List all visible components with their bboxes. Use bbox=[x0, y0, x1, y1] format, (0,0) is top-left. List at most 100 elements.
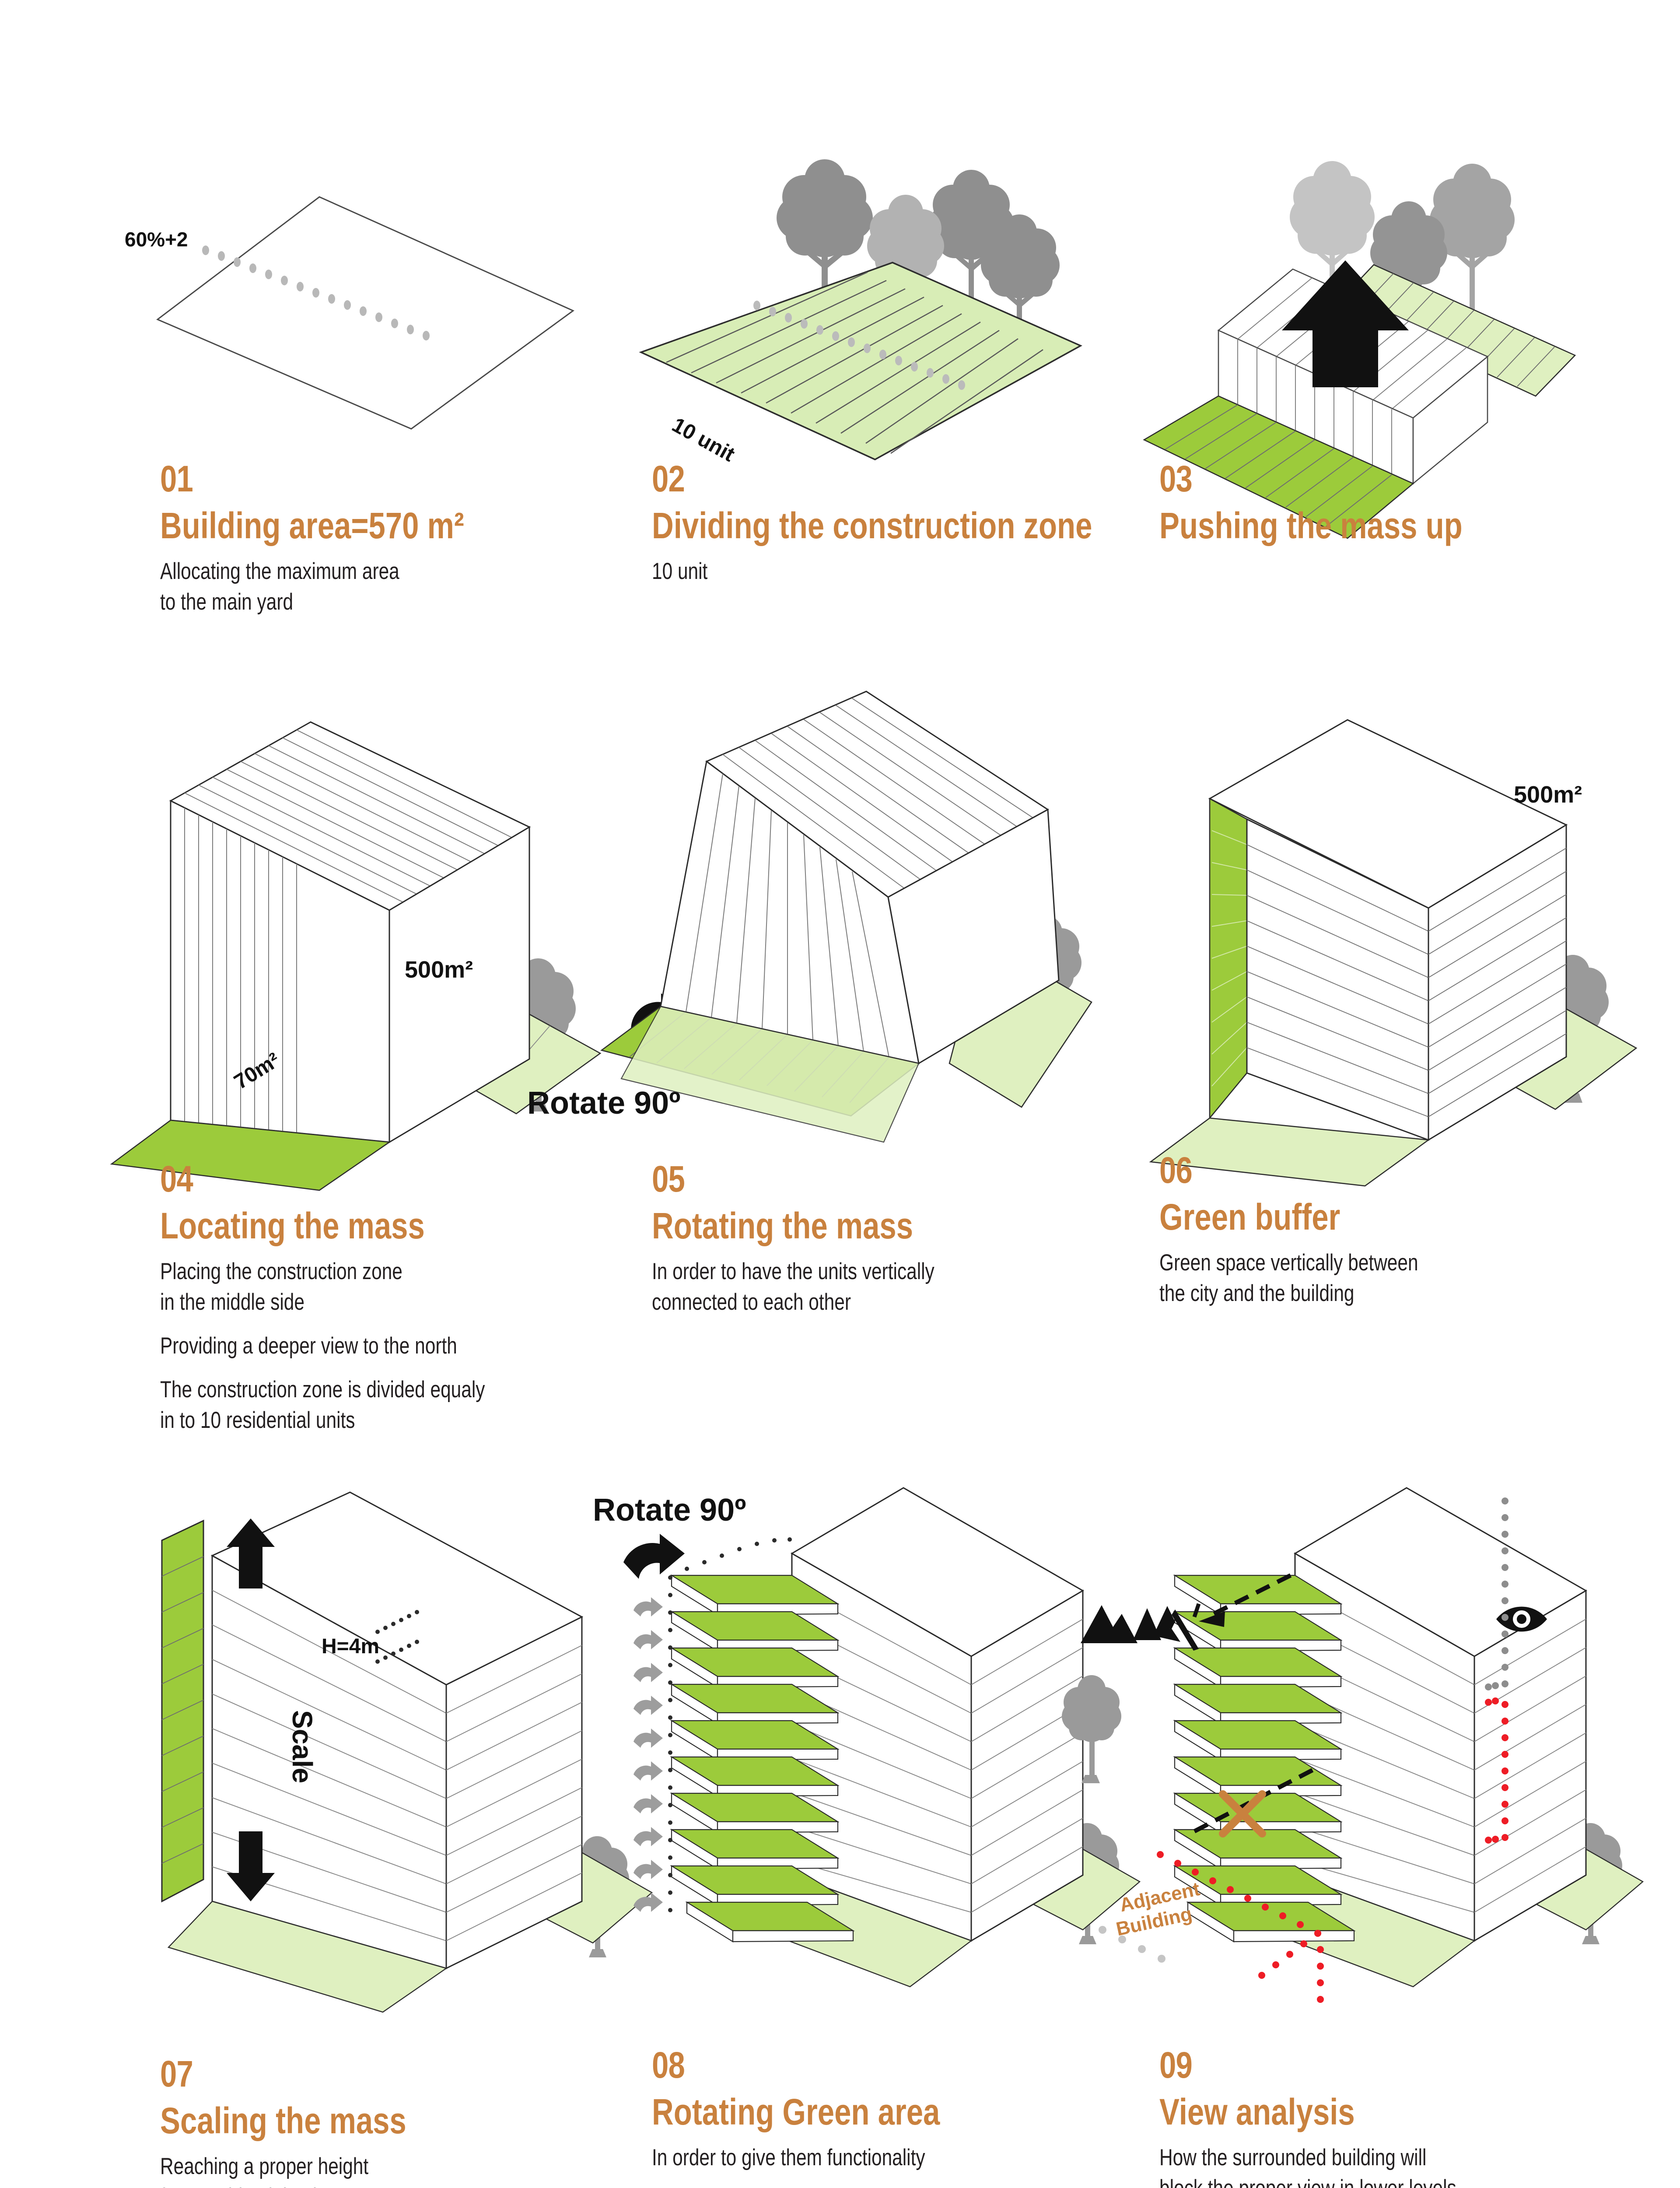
sight-arrow-icon bbox=[1199, 1611, 1225, 1627]
step-body-07: Reaching a proper height for a residenti… bbox=[160, 2151, 663, 2188]
total-area-label-04: 500m² bbox=[405, 957, 473, 983]
balcony-slab bbox=[1173, 1829, 1343, 1870]
step-title-03: Pushing the mass up bbox=[1159, 505, 1463, 546]
mass-front-division-lines bbox=[686, 773, 889, 1058]
mass-right-face bbox=[887, 808, 1060, 1065]
caption-line: to the main yard bbox=[160, 589, 294, 615]
step-number-01: 01 bbox=[160, 458, 193, 499]
green-panel-floor-lines bbox=[161, 1556, 204, 1864]
total-area-label-06: 500m² bbox=[1514, 782, 1582, 808]
step-title-05: Rotating the mass bbox=[652, 1205, 914, 1246]
tree-left-small bbox=[1062, 1675, 1121, 1783]
ground-dotted-trail bbox=[1099, 1926, 1166, 1963]
green-front-strip bbox=[110, 1119, 391, 1191]
eye-icon bbox=[1496, 1606, 1547, 1632]
mass-floor-lines-right bbox=[446, 1645, 582, 1941]
caption-step-02: 02 Dividing the construction zone 10 uni… bbox=[652, 460, 1133, 587]
step-number-08: 08 bbox=[652, 2044, 685, 2086]
step-title-04: Locating the mass bbox=[160, 1205, 425, 1246]
scale-label-07: Scale bbox=[287, 1710, 318, 1784]
balcony-slab bbox=[1173, 1756, 1343, 1797]
figure-step-06-green-buffer: 500m² 70m² 70m² 70m² 70m² 70m² 70m² 70m²… bbox=[1129, 709, 1676, 1187]
push-up-arrow-icon bbox=[1282, 260, 1409, 387]
figure-step-08-rotated-green-balconies bbox=[621, 1487, 1168, 2004]
dotted-divider-line bbox=[202, 245, 430, 340]
step-number-06: 06 bbox=[1159, 1150, 1193, 1191]
step-number-04: 04 bbox=[160, 1158, 193, 1199]
green-shadow-plane bbox=[620, 1006, 920, 1143]
caption-step-08: 08 Rotating Green area In order to give … bbox=[652, 2044, 1155, 2173]
step-title-08: Rotating Green area bbox=[652, 2091, 940, 2132]
caption-line: In order to have the units vertically bbox=[652, 1258, 934, 1284]
step-body-05: In order to have the units vertically co… bbox=[652, 1256, 1155, 1318]
balcony-slab bbox=[670, 1720, 840, 1761]
caption-line: In order to give them functionality bbox=[652, 2144, 925, 2170]
balcony-slab bbox=[1173, 1683, 1343, 1725]
sight-line-upper bbox=[1192, 1573, 1292, 1627]
step-body-02: 10 unit bbox=[652, 556, 1133, 587]
scale-down-arrow-icon bbox=[227, 1831, 275, 1901]
figure-step-03-extruded-mass bbox=[1129, 131, 1654, 539]
step-body-04: Placing the construction zone in the mid… bbox=[160, 1256, 663, 1436]
caption-line: Placing the construction zone bbox=[160, 1258, 402, 1284]
balcony-slab bbox=[1173, 1647, 1343, 1688]
mass-front-division-lines bbox=[184, 808, 297, 1133]
green-buffer-face bbox=[1209, 797, 1248, 1120]
scale-up-arrow-icon bbox=[227, 1518, 275, 1588]
rotate-label-05: Rotate 90º bbox=[527, 1086, 681, 1121]
caption-line: 10 unit bbox=[652, 558, 708, 584]
step-number-05: 05 bbox=[652, 1158, 685, 1199]
green-front-yard bbox=[1143, 395, 1414, 539]
balcony-slab bbox=[670, 1574, 840, 1616]
balcony-slab bbox=[670, 1611, 840, 1652]
hinge-dotted-line bbox=[668, 1537, 792, 1912]
mass-floor-lines-right bbox=[1474, 1619, 1586, 1913]
step-body-08: In order to give them functionality bbox=[652, 2142, 1155, 2173]
step-title-02: Dividing the construction zone bbox=[652, 505, 1092, 546]
caption-step-01: 01 Building area=570 m² Allocating the m… bbox=[160, 458, 620, 617]
step-title-01: Building area=570 m² bbox=[160, 505, 464, 546]
caption-line: connected to each other bbox=[652, 1289, 851, 1315]
caption-line: the city and the building bbox=[1159, 1280, 1354, 1306]
caption-step-04: 04 Locating the mass Placing the constru… bbox=[160, 1158, 663, 1436]
caption-line: block the proper view in lower levels bbox=[1159, 2173, 1562, 2188]
step-title-09: View analysis bbox=[1159, 2091, 1355, 2132]
height-label-07: H=4m bbox=[322, 1635, 380, 1658]
green-side-panel bbox=[161, 1519, 204, 1903]
caption-step-03: 03 Pushing the mass up bbox=[1159, 458, 1641, 546]
caption-line: in to 10 residential units bbox=[160, 1407, 355, 1433]
caption-line: Green space vertically between bbox=[1159, 1249, 1418, 1276]
step-body-01: Allocating the maximum area to the main … bbox=[160, 556, 620, 617]
step-title-07: Scaling the mass bbox=[160, 2100, 406, 2141]
caption-line: The construction zone is divided equaly bbox=[160, 1376, 485, 1403]
caption-line: How the surrounded building will bbox=[1159, 2144, 1427, 2170]
front-yard-lines bbox=[1165, 404, 1392, 527]
mass-floor-lines-front bbox=[1246, 844, 1429, 1117]
caption-line: Providing a deeper view to the north bbox=[160, 1332, 457, 1359]
green-site-plane bbox=[639, 262, 1082, 460]
balcony-slab bbox=[685, 1901, 855, 1943]
caption-step-05: 05 Rotating the mass In order to have th… bbox=[652, 1158, 1155, 1318]
caption-line: Allocating the maximum area bbox=[160, 558, 399, 584]
height-leader-dots bbox=[375, 1610, 419, 1664]
dotted-divider-line bbox=[753, 301, 965, 390]
step-body-06: Green space vertically between the city … bbox=[1159, 1248, 1662, 1309]
tree-group bbox=[1290, 161, 1515, 330]
figure-step-01-site-plot: 60%+2 bbox=[125, 166, 612, 446]
caption-step-06: 06 Green buffer Green space vertically b… bbox=[1159, 1150, 1662, 1309]
unit-division-lines bbox=[666, 271, 1043, 454]
figure-step-09-view-analysis: Adjacent Building bbox=[1062, 1487, 1671, 2004]
figure-step-07-scaled-mass: Scale H=4m bbox=[144, 1491, 669, 2013]
mass-top-division-lines bbox=[722, 698, 1034, 889]
mountain-icon bbox=[1081, 1605, 1199, 1651]
caption-step-07: 07 Scaling the mass Reaching a proper he… bbox=[160, 2055, 663, 2188]
balcony-slab bbox=[670, 1792, 840, 1834]
good-view-dotted-line bbox=[1485, 1497, 1508, 1690]
figure-step-04-located-mass: 500m² bbox=[110, 700, 656, 1191]
green-balcony-group bbox=[670, 1574, 855, 1943]
step-title-06: Green buffer bbox=[1159, 1196, 1340, 1238]
blocked-levels-dotted-line bbox=[1485, 1697, 1508, 1844]
mass-right-face bbox=[1412, 355, 1488, 485]
green-buffer-floor-lines bbox=[1211, 830, 1247, 1087]
step-number-03: 03 bbox=[1159, 458, 1193, 499]
